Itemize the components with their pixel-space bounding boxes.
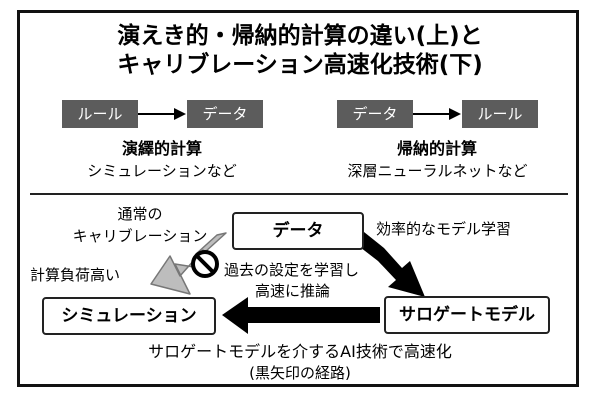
deductive-rule-box: ルール — [62, 100, 138, 128]
section-divider — [30, 193, 568, 195]
inductive-heading: 帰納的計算 — [396, 139, 477, 158]
deductive-arrow-head — [174, 108, 186, 120]
learn-label-line-2: 高速に推論 — [255, 282, 331, 300]
title-line-1: 演えき的・帰納的計算の違い(上)と — [117, 23, 483, 49]
load-note: 計算負荷高い — [30, 266, 121, 284]
data-box: データ — [232, 212, 364, 250]
efficient-learning-label: 効率的なモデル学習 — [376, 220, 512, 238]
deductive-example: シミュレーションなど — [87, 162, 237, 180]
inductive-example: 深層ニューラルネットなど — [347, 162, 528, 180]
caption-line-2: (黒矢印の経路) — [249, 364, 351, 382]
inductive-arrow-head — [449, 108, 461, 120]
inductive-data-box: データ — [337, 100, 413, 128]
conventional-label-line-1: 通常の — [117, 205, 163, 223]
surrogate-model-box: サロゲートモデル — [384, 296, 550, 334]
efficient-black-arrow — [356, 232, 425, 297]
title-line-2: キャリブレーション高速化技術(下) — [117, 52, 483, 78]
inductive-rule-box: ルール — [462, 100, 538, 128]
simulation-box: シミュレーション — [42, 297, 216, 335]
learn-label-line-1: 過去の設定を学習し — [224, 261, 360, 279]
deductive-heading: 演繹的計算 — [121, 139, 202, 158]
prohibited-icon-slash — [194, 253, 216, 275]
inference-black-arrow — [222, 297, 380, 334]
caption-line-1: サロゲートモデルを介するAI技術で高速化 — [148, 342, 452, 361]
outer-frame — [17, 10, 579, 387]
conventional-label-line-2: キャリブレーション — [72, 227, 208, 245]
deductive-data-box: データ — [187, 100, 263, 128]
